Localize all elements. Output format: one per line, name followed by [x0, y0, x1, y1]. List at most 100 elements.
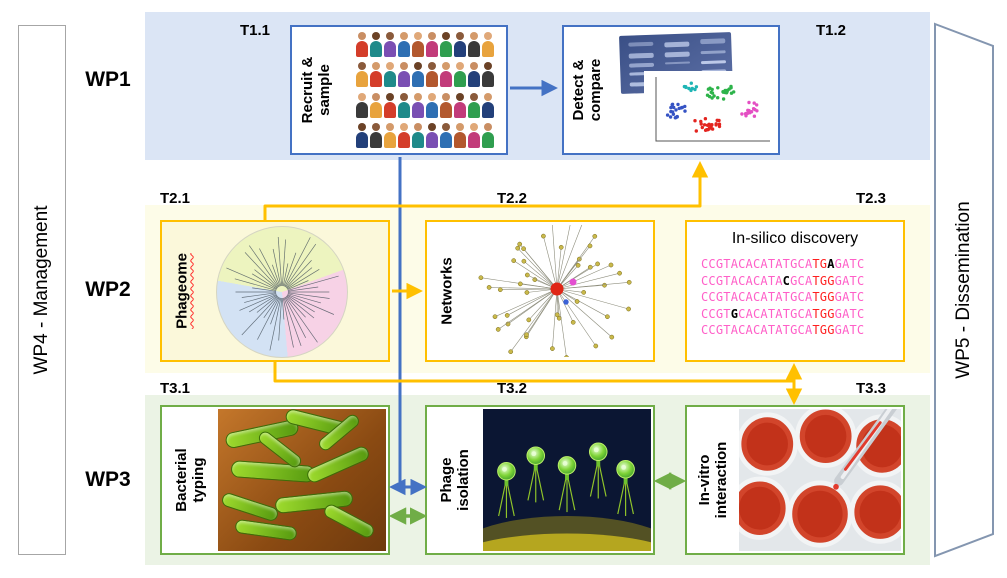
t33-media	[739, 409, 901, 551]
person-glyph	[468, 92, 481, 119]
person-glyph	[356, 32, 369, 58]
t33-tag: T3.3	[856, 380, 887, 397]
t33-title-strip: In-vitro interaction	[687, 407, 739, 553]
t32-tag: T3.2	[497, 380, 528, 397]
bacterium-shape	[230, 460, 316, 483]
t33-title: In-vitro interaction	[696, 441, 730, 519]
person-glyph	[356, 62, 369, 88]
person-glyph	[412, 62, 425, 88]
task-t11-box: Recruit & sample	[290, 25, 508, 155]
person-glyph	[440, 92, 453, 119]
bacterium-shape	[322, 502, 377, 540]
gel-band	[664, 61, 691, 65]
person-glyph	[454, 92, 467, 119]
person-glyph	[482, 62, 495, 88]
person-glyph	[370, 92, 383, 119]
person-glyph	[440, 32, 453, 58]
wp3-label: WP3	[85, 468, 131, 491]
person-glyph	[370, 122, 383, 149]
t31-title-strip: Bacterial typing	[162, 407, 218, 553]
t12-media	[610, 27, 778, 153]
phylo-lines	[226, 236, 339, 351]
wp4-management-sidebar: WP4 - Management	[18, 25, 66, 555]
person-glyph	[412, 122, 425, 149]
dna-sequence-line: CCGTACACATATGCATGGGATC	[701, 323, 865, 337]
person-glyph	[468, 32, 481, 58]
crowd-image	[355, 32, 500, 152]
person-glyph	[384, 92, 397, 119]
dna-sequence-line: CCGTACACATATGCATGGGATC	[701, 290, 865, 304]
t31-title: Bacterial typing	[173, 448, 207, 512]
person-glyph	[412, 92, 425, 119]
person-glyph	[440, 62, 453, 88]
gel-band	[664, 51, 690, 57]
bacterium-shape	[220, 491, 281, 523]
t11-title-strip: Recruit & sample	[292, 27, 340, 153]
dna-sequence-line: CCGTACACATATGCATGAGATC	[701, 257, 865, 271]
gel-band	[700, 38, 726, 44]
petri-image	[739, 409, 901, 551]
task-t21-box: Phageome	[160, 220, 390, 362]
person-glyph	[454, 122, 467, 149]
wp5-label: WP5 - Dissemination	[953, 201, 974, 379]
person-glyph	[468, 122, 481, 149]
t21-title: Phageome	[173, 253, 191, 329]
person-glyph	[454, 32, 467, 58]
bacterium-shape	[234, 518, 298, 541]
wp5-shape	[934, 22, 994, 558]
task-t12-box: Detect & compare	[562, 25, 780, 155]
phage-image	[483, 409, 651, 551]
person-glyph	[398, 122, 411, 149]
t32-media	[483, 409, 651, 551]
person-glyph	[426, 32, 439, 58]
task-t22-box: Networks	[425, 220, 655, 362]
wp1-label: WP1	[85, 68, 131, 91]
t12-title-strip: Detect & compare	[564, 27, 610, 153]
gel-band	[628, 52, 654, 59]
person-glyph	[482, 122, 495, 149]
t12-title: Detect & compare	[570, 58, 604, 122]
person-glyph	[398, 62, 411, 88]
person-glyph	[440, 122, 453, 149]
t31-tag: T3.1	[160, 380, 191, 397]
phylo-tree-image	[216, 226, 348, 358]
t12-tag: T1.2	[816, 22, 847, 39]
gel-band	[628, 62, 655, 68]
sequence-lines: CCGTACACATATGCATGAGATC CCGTACACATACGCATGG…	[701, 256, 899, 339]
person-glyph	[384, 32, 397, 58]
dna-sequence-line: CCGTACACATACGCATGGGATC	[701, 273, 865, 288]
task-t32-box: Phage isolation	[425, 405, 655, 555]
task-t31-box: Bacterial typing	[160, 405, 390, 555]
person-glyph	[482, 92, 495, 119]
t22-tag: T2.2	[497, 190, 528, 207]
scatter-plot-image	[644, 71, 776, 151]
t11-title: Recruit & sample	[299, 56, 333, 124]
person-glyph	[356, 122, 369, 149]
bacteria-image	[218, 409, 386, 551]
person-glyph	[468, 62, 481, 88]
t32-title: Phage isolation	[438, 449, 472, 511]
person-glyph	[412, 32, 425, 58]
network-image	[478, 225, 632, 357]
gel-band	[628, 41, 654, 47]
wp2-label: WP2	[85, 278, 131, 301]
wp5-dissemination-sidebar: WP5 - Dissemination	[933, 22, 995, 558]
person-glyph	[398, 32, 411, 58]
person-glyph	[426, 92, 439, 119]
t32-title-strip: Phage isolation	[427, 407, 483, 553]
person-glyph	[370, 32, 383, 58]
person-glyph	[482, 32, 495, 58]
t23-tag: T2.3	[856, 190, 887, 207]
task-t23-box: In-silico discovery CCGTACACATATGCATGAGA…	[685, 220, 905, 362]
t21-title-strip: Phageome	[162, 222, 202, 360]
person-glyph	[398, 92, 411, 119]
t21-tag: T2.1	[160, 190, 191, 207]
person-glyph	[426, 62, 439, 88]
person-glyph	[384, 62, 397, 88]
gel-band	[700, 50, 726, 55]
person-glyph	[426, 122, 439, 149]
gel-band	[700, 60, 727, 65]
person-glyph	[356, 92, 369, 119]
bacterium-shape	[305, 444, 372, 486]
